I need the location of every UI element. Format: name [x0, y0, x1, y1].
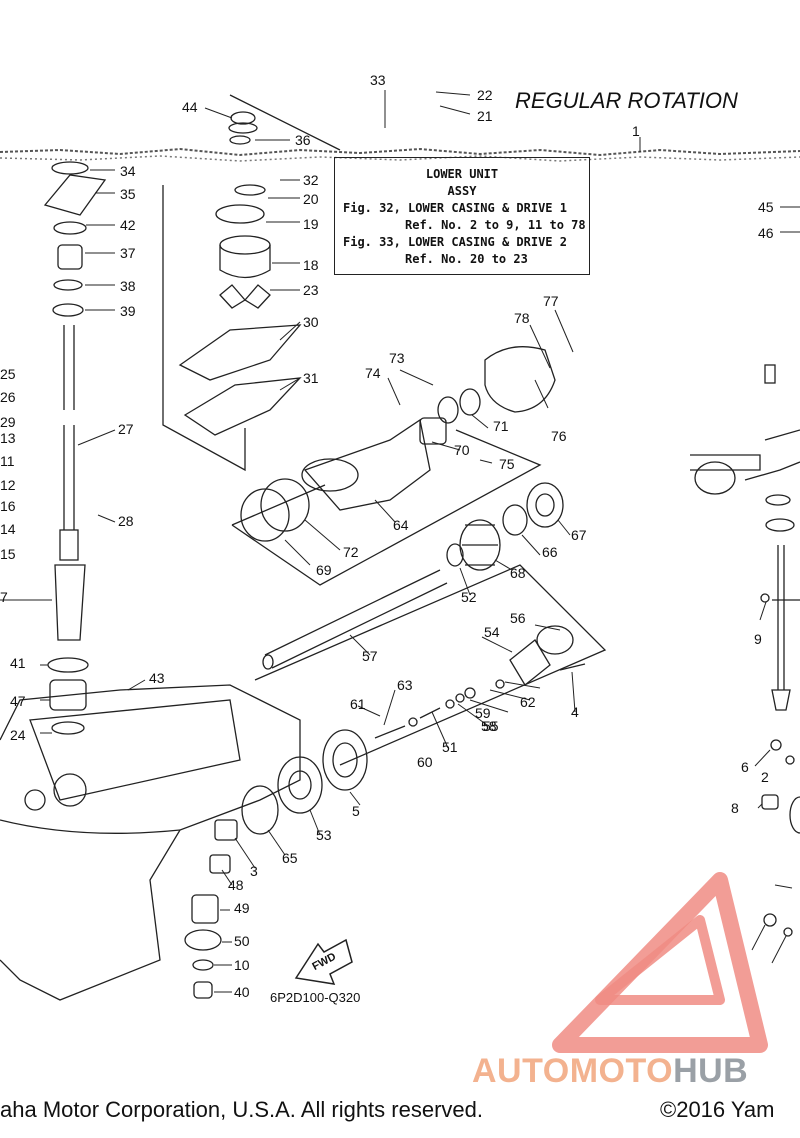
- part-number-callout: 33: [370, 72, 386, 88]
- part-number-callout: 74: [365, 365, 381, 381]
- part-number-callout: 21: [477, 108, 493, 124]
- part-number-callout: 72: [343, 544, 359, 560]
- part-number-callout: 43: [149, 670, 165, 686]
- part-number-callout: 36: [295, 132, 311, 148]
- part-number-callout: 18: [303, 257, 319, 273]
- part-number-callout: 45: [758, 199, 774, 215]
- info-line-1: LOWER UNIT: [425, 167, 499, 181]
- part-number-callout: 41: [10, 655, 26, 671]
- part-number-callout: 8: [731, 800, 739, 816]
- part-number-callout: 77: [543, 293, 559, 309]
- part-number-callout: 10: [234, 957, 250, 973]
- part-number-callout: 54: [484, 624, 500, 640]
- part-number-callout: 63: [397, 677, 413, 693]
- part-number-callout: 16: [0, 498, 16, 514]
- part-number-callout: 78: [514, 310, 530, 326]
- part-number-callout: 64: [393, 517, 409, 533]
- part-number-callout: 65: [282, 850, 298, 866]
- diagram-title: REGULAR ROTATION: [515, 88, 738, 113]
- part-number-callout: 9: [754, 631, 762, 647]
- part-number-callout: 6: [741, 759, 749, 775]
- part-number-callout: 2: [761, 769, 769, 785]
- part-number-callout: 27: [118, 421, 134, 437]
- part-number-callout: 35: [120, 186, 136, 202]
- part-number-callout: 13: [0, 430, 16, 446]
- part-number-callout: 61: [350, 696, 366, 712]
- info-line-5: Fig. 33, LOWER CASING & DRIVE 2: [343, 235, 567, 249]
- part-number-callout: 67: [571, 527, 587, 543]
- part-number-callout: 11: [0, 453, 15, 469]
- part-number-callout: 23: [303, 282, 319, 298]
- part-number-callout: 57: [362, 648, 378, 664]
- part-number-callout: 28: [118, 513, 134, 529]
- part-number-callout: 12: [0, 477, 16, 493]
- part-number-callout: 1: [632, 123, 640, 139]
- part-number-callout: 19: [303, 216, 319, 232]
- fwd-label: FWD: [310, 951, 338, 973]
- part-number-callout: 68: [510, 565, 526, 581]
- part-number-callout: 51: [442, 739, 458, 755]
- reference-info-box: LOWER UNIT ASSY Fig. 32, LOWER CASING & …: [334, 157, 590, 275]
- watermark-part2: HUB: [673, 1052, 749, 1090]
- part-number-callout: 44: [182, 99, 198, 115]
- part-number-callout: 39: [120, 303, 136, 319]
- footer-copyright-year: ©2016 Yam: [660, 1097, 775, 1122]
- part-number-callout: 53: [316, 827, 332, 843]
- part-number-callout: 42: [120, 217, 136, 233]
- part-number-callout: 14: [0, 521, 16, 537]
- part-number-callout: 24: [10, 727, 26, 743]
- part-number-callout: 71: [493, 418, 509, 434]
- part-number-callout: 70: [454, 442, 470, 458]
- part-number-callout: 5: [352, 803, 360, 819]
- part-number-callout: 58: [481, 718, 497, 734]
- part-number-callout: 60: [417, 754, 433, 770]
- part-number-callout: 76: [551, 428, 567, 444]
- part-number-callout: 66: [542, 544, 558, 560]
- part-number-callout: 59: [475, 705, 491, 721]
- part-number-callout: 3: [250, 863, 258, 879]
- part-number-callout: 50: [234, 933, 250, 949]
- part-number-callout: 75: [499, 456, 515, 472]
- footer-copyright: aha Motor Corporation, U.S.A. All rights…: [0, 1097, 483, 1122]
- part-number-callout: 34: [120, 163, 136, 179]
- part-number-callout: 25: [0, 366, 16, 382]
- info-line-2: ASSY: [447, 184, 477, 198]
- part-number-callout: 29: [0, 414, 16, 430]
- part-number-callout: 7: [0, 589, 8, 605]
- info-line-4: Ref. No. 2 to 9, 11 to 78: [405, 218, 586, 232]
- part-number-callout: 47: [10, 693, 26, 709]
- part-number-callout: 20: [303, 191, 319, 207]
- part-number-callout: 56: [510, 610, 526, 626]
- part-number-callout: 4: [571, 704, 579, 720]
- part-number-callout: 55: [483, 718, 499, 734]
- diagram-code: 6P2D100-Q320: [270, 990, 361, 1005]
- watermark-text: AUTOMOTOHUB: [472, 1052, 748, 1091]
- part-number-callout: 46: [758, 225, 774, 241]
- part-number-callout: 40: [234, 984, 250, 1000]
- info-line-3: Fig. 32, LOWER CASING & DRIVE 1: [343, 201, 567, 215]
- info-line-6: Ref. No. 20 to 23: [405, 252, 528, 266]
- part-number-callout: 73: [389, 350, 405, 366]
- part-number-callout: 69: [316, 562, 332, 578]
- part-number-callout: 52: [461, 589, 477, 605]
- watermark-part1: AUTOMOTO: [472, 1052, 674, 1090]
- part-number-callout: 38: [120, 278, 136, 294]
- part-number-callout: 48: [228, 877, 244, 893]
- part-number-callout: 37: [120, 245, 136, 261]
- part-number-callout: 26: [0, 389, 16, 405]
- part-number-callout: 49: [234, 900, 250, 916]
- part-number-callout: 62: [520, 694, 536, 710]
- part-number-callout: 22: [477, 87, 493, 103]
- part-number-callout: 31: [303, 370, 319, 386]
- watermark-logo: [552, 872, 768, 1053]
- part-number-callout: 15: [0, 546, 16, 562]
- part-number-callout: 32: [303, 172, 319, 188]
- part-number-callout: 30: [303, 314, 319, 330]
